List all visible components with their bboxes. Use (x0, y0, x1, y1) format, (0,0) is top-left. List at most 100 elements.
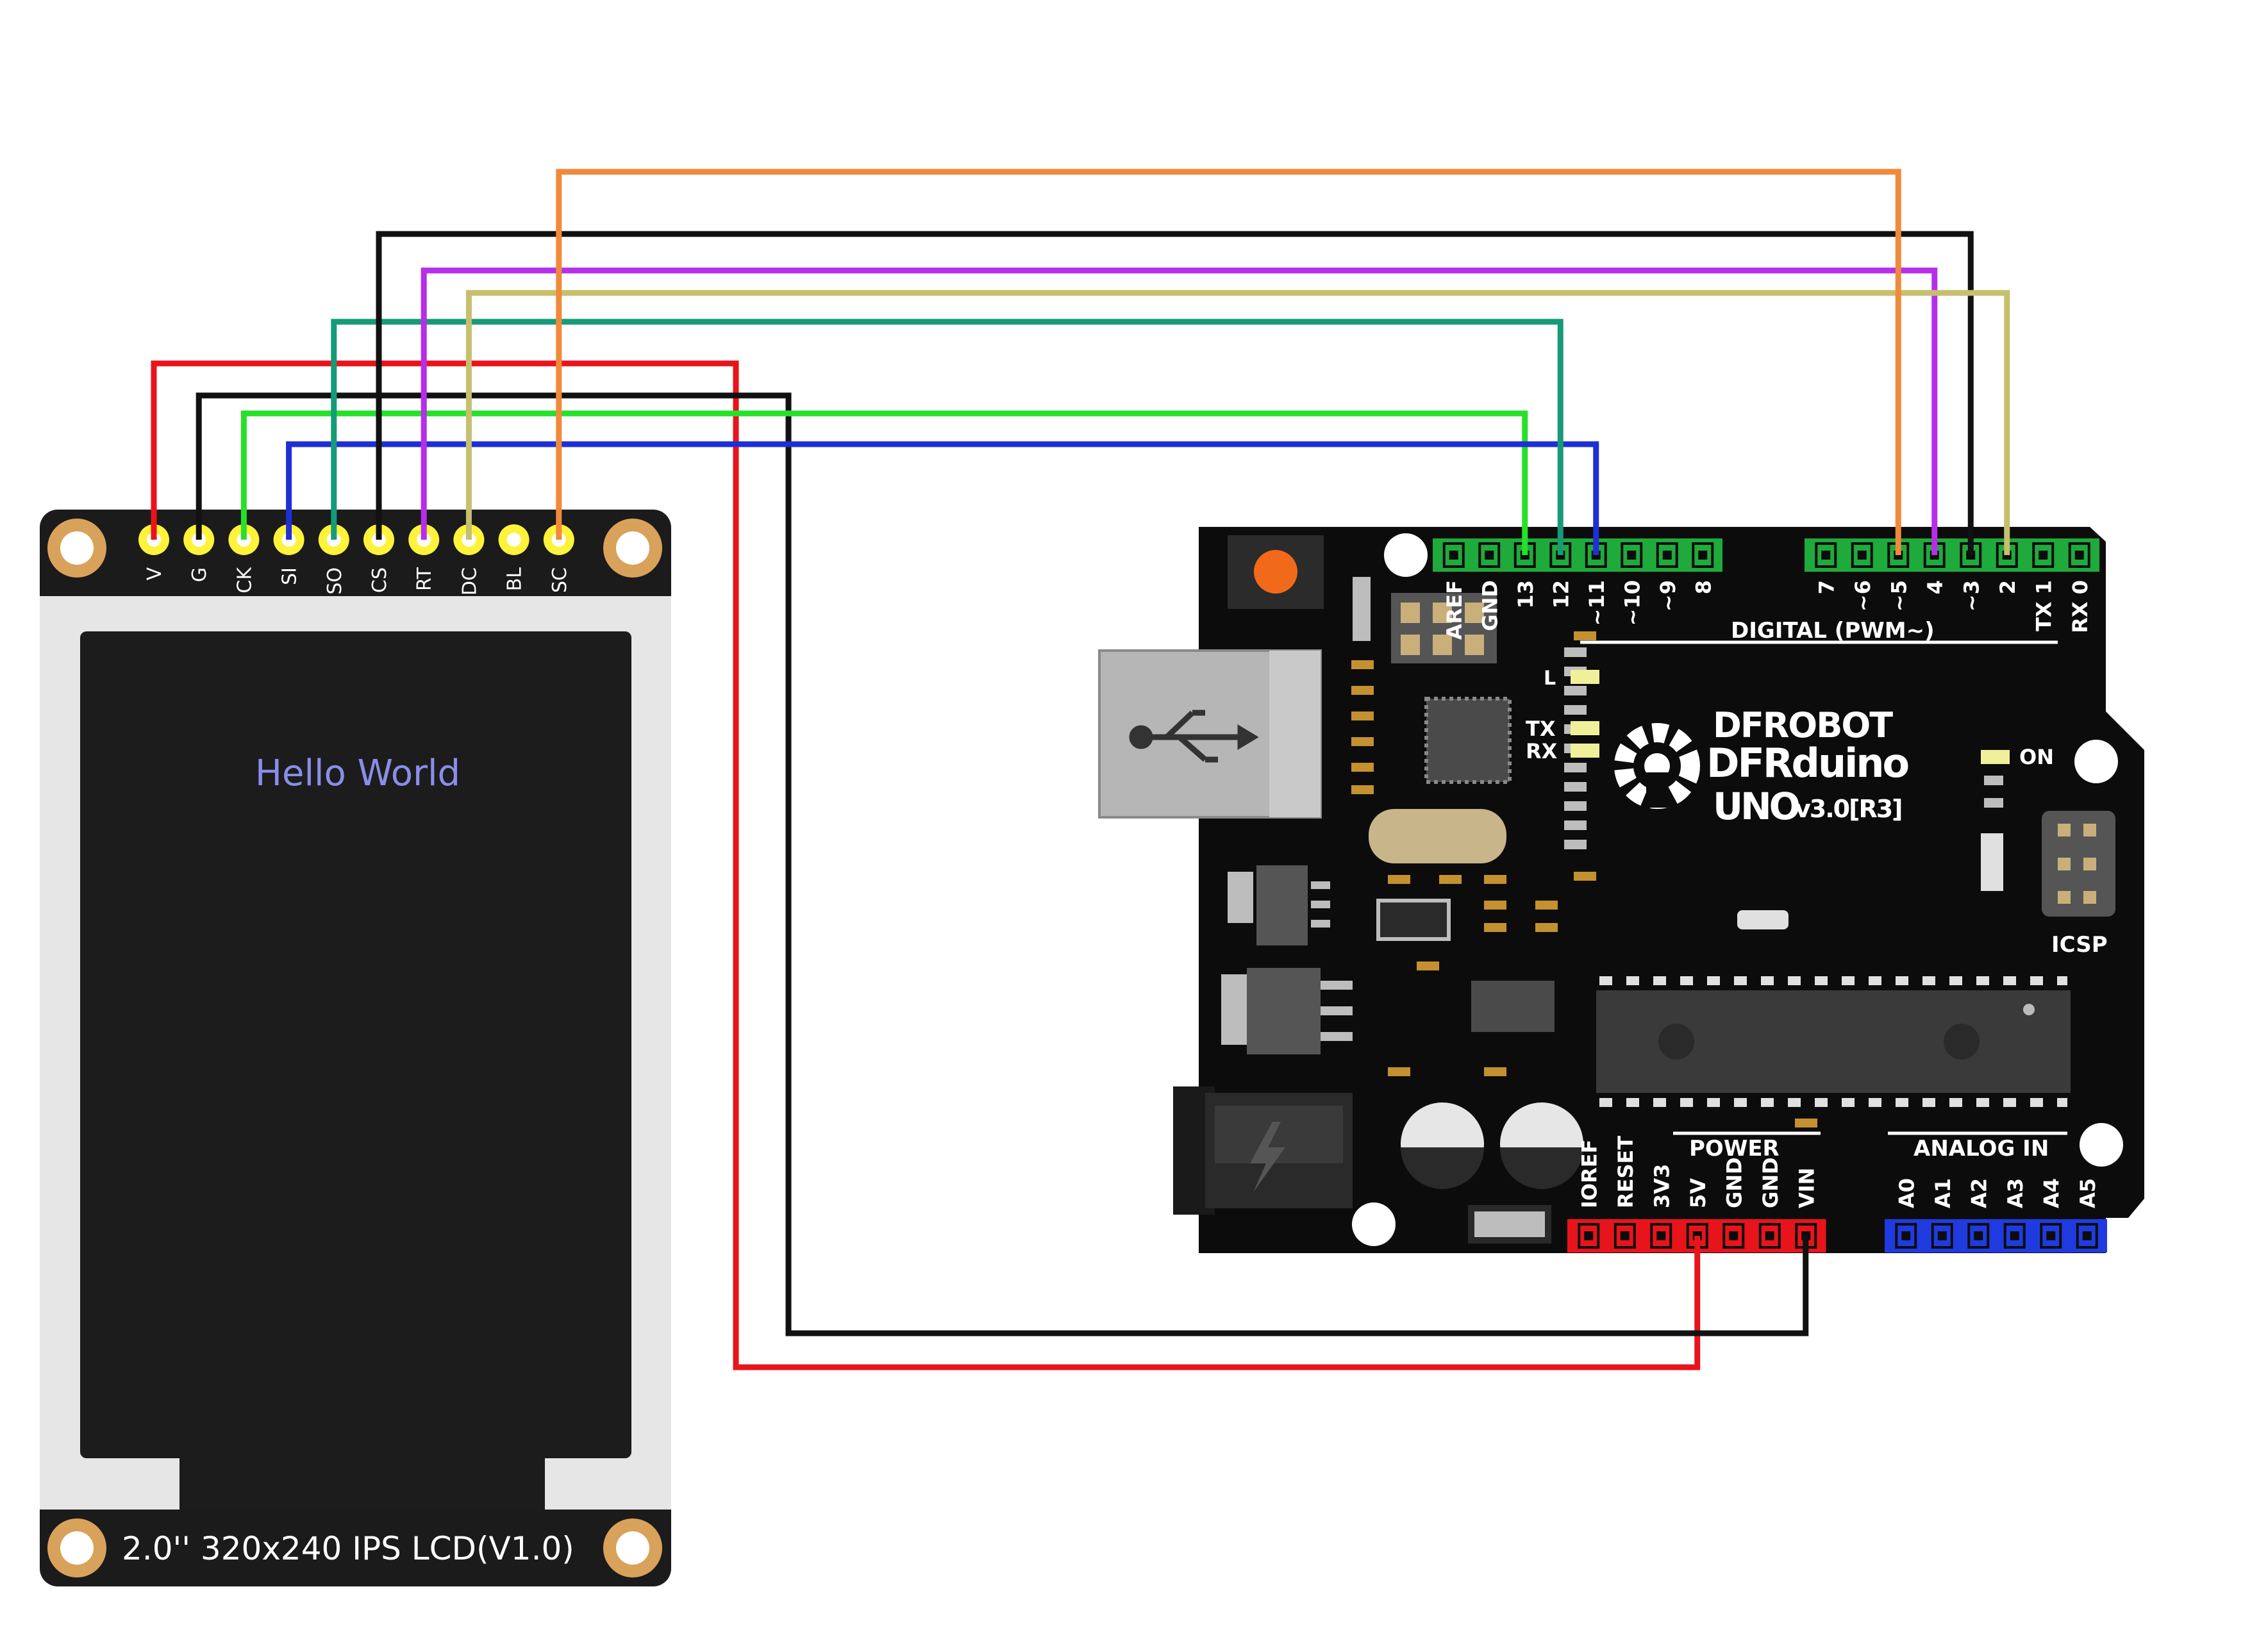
mount-hole (2074, 740, 2118, 783)
reset-button[interactable] (1228, 535, 1324, 609)
header-socket-hole (1485, 551, 1494, 560)
board-pin-label-5v: 5V (1686, 1178, 1710, 1208)
header-socket-a0 (1895, 1223, 1917, 1249)
dfrobot-gear-logo (1614, 723, 1700, 809)
header-socket-gnd (1478, 542, 1501, 568)
led-on-label: ON (2019, 745, 2054, 769)
board-pin-label-8: 8 (1691, 580, 1715, 594)
board-pin-label-rx-0: RX 0 (2068, 580, 2092, 633)
board-pin-label-10: ~10 (1620, 580, 1644, 626)
brand-text: DFROBOT (1713, 705, 1893, 745)
resonator (1737, 910, 1789, 929)
model-text: DFRduino (1706, 740, 1908, 786)
header-socket-hole (2039, 551, 2048, 560)
header-socket-8 (1692, 542, 1714, 568)
header-socket-rx-0 (2068, 542, 2090, 568)
header-socket-hole (1656, 1231, 1666, 1240)
lcd-pin-label: G (188, 567, 211, 582)
usb-port (1098, 649, 1322, 819)
header-socket-a1 (1931, 1223, 1953, 1249)
lcd-pin-label: CK (233, 567, 256, 594)
lcd-pin-hole (506, 533, 521, 547)
board-pin-label-12: 12 (1549, 580, 1573, 609)
header-socket-hole (1698, 551, 1708, 560)
board-pin-label-a5: A5 (2076, 1178, 2100, 1208)
lcd-pin-label: BL (504, 567, 526, 592)
header-socket-gnd (1722, 1223, 1745, 1249)
icsp-header (2042, 811, 2115, 917)
board-pin-label-3: ~3 (1959, 580, 1983, 612)
digital-header-label: DIGITAL (PWM~) (1731, 618, 1935, 644)
analog-header (1885, 1219, 2107, 1252)
smd-components-silver (1353, 577, 2003, 891)
wire-g-to-gnd (196, 392, 1809, 1336)
smd-components (1351, 631, 1817, 1127)
wires (151, 169, 2010, 1370)
board-pin-label-a0: A0 (1894, 1178, 1919, 1208)
led-rx-label: RX (1526, 739, 1558, 763)
header-socket-aref (1442, 542, 1465, 568)
lcd-pin-label: SI (279, 567, 301, 585)
led-tx: TX (1526, 717, 1599, 741)
header-socket-hole (1937, 1231, 1947, 1240)
wire-v-to-5v (151, 360, 1701, 1370)
wire-ck-to-13 (240, 410, 1528, 555)
wire-rt-to-4 (421, 267, 1938, 555)
mount-hole (2080, 1123, 2123, 1167)
mount-hole (1384, 533, 1428, 577)
lcd-pin-label: CS (369, 567, 391, 593)
header-socket-hole (1901, 1231, 1911, 1240)
led-on: ON (1981, 745, 2054, 769)
header-socket-reset (1613, 1223, 1636, 1249)
header-socket-ioref (1578, 1223, 1600, 1249)
usb-controller-chip (1424, 697, 1512, 784)
led-l: L (1544, 667, 1599, 690)
power-header-label: POWER (1689, 1136, 1780, 1161)
lcd-pin-label: V (144, 567, 166, 581)
mount-pad (47, 519, 106, 578)
board-pin-label-11: ~11 (1585, 580, 1609, 626)
board-pin-label-a4: A4 (2039, 1178, 2064, 1208)
usb-icon (1129, 710, 1259, 763)
icsp-label: ICSP (2051, 932, 2108, 958)
analog-header-strip (1885, 1219, 2107, 1252)
board-pin-label-gnd: GND (1722, 1157, 1746, 1208)
digital-header (1433, 538, 2099, 572)
wire-so-to-12 (331, 319, 1563, 555)
board-pin-label-tx-1: TX 1 (2031, 580, 2056, 631)
led-tx-label: TX (1526, 717, 1556, 741)
board-pin-label-gnd: GND (1758, 1157, 1783, 1208)
header-socket-hole (1821, 551, 1831, 560)
aux-header (1391, 593, 1497, 663)
board-pin-label-9: ~9 (1656, 580, 1680, 612)
header-socket-hole (1729, 1231, 1739, 1240)
header-socket-10 (1621, 542, 1643, 568)
atmega-chip (1596, 976, 2071, 1107)
header-socket-a3 (2003, 1223, 2026, 1249)
header-socket-hole (1620, 1231, 1630, 1240)
power-jack (1173, 1086, 1353, 1215)
digital-header-strip (1805, 538, 2099, 572)
board-pin-label-aref: AREF (1442, 580, 1467, 640)
board-pin-label-reset: RESET (1613, 1136, 1638, 1208)
lcd-pin-label: SO (324, 567, 346, 595)
header-socket-hole (1627, 551, 1637, 560)
header-socket-3v3 (1650, 1223, 1672, 1249)
lcd-footer-label: 2.0'' 320x240 IPS LCD(V1.0) (122, 1530, 574, 1567)
mount-hole (1352, 1202, 1396, 1246)
lcd-pin-label: RT (413, 567, 436, 591)
header-socket-hole (2082, 1231, 2092, 1240)
header-socket-a5 (2076, 1223, 2098, 1249)
mount-pad (603, 1518, 662, 1577)
header-socket-hole (1857, 551, 1867, 560)
screen-text: Hello World (255, 753, 460, 794)
wire-sc-to-5 (556, 169, 1901, 555)
header-socket-hole (2010, 1231, 2019, 1240)
uno-text: UNO (1713, 785, 1799, 828)
header-socket-hole (1974, 1231, 1983, 1240)
lcd-pin-label: DC (458, 567, 481, 595)
header-socket-tx-1 (2032, 542, 2055, 568)
version-text: v3.0[R3] (1795, 795, 1902, 823)
header-socket-9 (1656, 542, 1678, 568)
